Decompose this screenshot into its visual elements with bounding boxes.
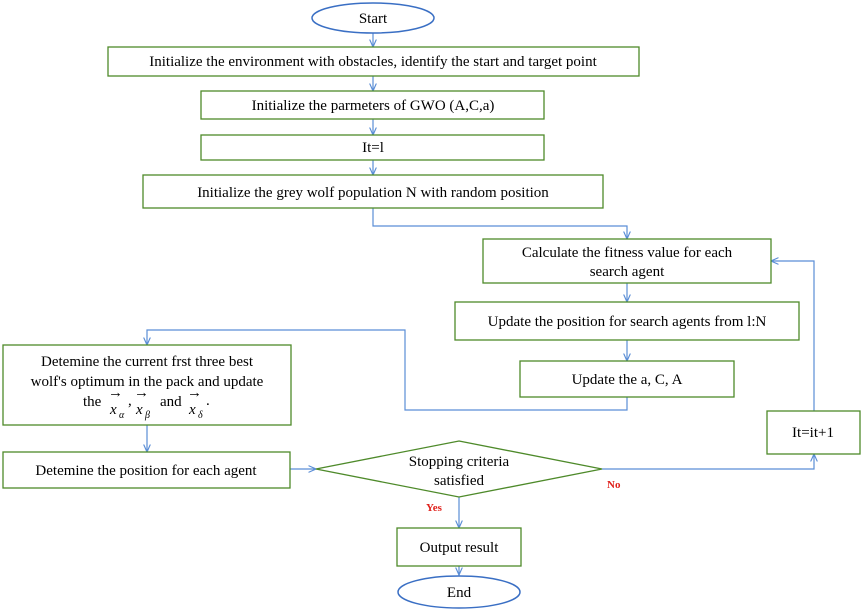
output-label: Output result (420, 540, 500, 556)
best-wolves-and: and (160, 394, 182, 410)
vector-x-alpha-x: x (109, 402, 117, 418)
edge-label-no: No (607, 479, 621, 491)
agent-position-node: Detemine the position for each agent (2, 451, 291, 489)
best-wolves-period: . (206, 393, 210, 409)
vector-x-beta-x: x (135, 402, 143, 418)
arrow-it-inc-to-fitness (771, 261, 815, 411)
stopping-criteria-decision: Stopping criteria satisfied (315, 440, 603, 498)
vector-x-delta-sub: δ (198, 410, 203, 421)
iteration-init-label: It=l (362, 140, 384, 156)
init-params-node: Initialize the parmeters of GWO (A,C,a) (200, 90, 545, 120)
best-wolves-label-line2: wolf's optimum in the pack and update (31, 374, 264, 390)
vector-x-delta: → x δ (187, 385, 203, 421)
update-aca-label: Update the a, C, A (572, 372, 683, 388)
vector-arrow-beta: → (134, 385, 149, 401)
init-environment-label: Initialize the environment with obstacle… (149, 54, 597, 70)
fitness-label-line1: Calculate the fitness value for each (522, 245, 733, 261)
agent-position-label: Detemine the position for each agent (35, 463, 257, 479)
vector-arrow-alpha: → (108, 385, 123, 401)
vector-x-alpha-sub: α (119, 410, 125, 421)
connectors (147, 33, 814, 575)
best-wolves-label-line1: Detemine the current frst three best (41, 354, 254, 370)
update-position-node: Update the position for search agents fr… (454, 301, 800, 341)
start-node: Start (311, 2, 435, 34)
edge-label-yes: Yes (426, 502, 443, 514)
vector-x-alpha: → x α (108, 385, 125, 421)
arrow-aca-to-best (147, 329, 628, 411)
end-label: End (447, 585, 472, 601)
start-label: Start (359, 11, 388, 27)
init-environment-node: Initialize the environment with obstacle… (107, 46, 640, 77)
vector-x-beta: → x β (134, 385, 150, 421)
best-wolves-comma: , (128, 393, 132, 409)
vector-x-delta-x: x (188, 402, 196, 418)
output-node: Output result (396, 527, 522, 567)
arrow-pop-to-fitness (372, 208, 627, 239)
best-wolves-node: Detemine the current frst three best wol… (2, 344, 292, 426)
update-position-label: Update the position for search agents fr… (488, 314, 767, 330)
stopping-criteria-label-line1: Stopping criteria (409, 454, 510, 470)
end-node: End (397, 575, 521, 609)
iteration-increment-node: It=it+1 (766, 410, 861, 455)
iteration-init-node: It=l (200, 134, 545, 161)
iteration-increment-label: It=it+1 (792, 425, 834, 441)
init-population-label: Initialize the grey wolf population N wi… (197, 185, 549, 201)
fitness-node: Calculate the fitness value for each sea… (482, 238, 772, 284)
best-wolves-the: the (83, 394, 102, 410)
vector-arrow-delta: → (187, 385, 202, 401)
update-aca-node: Update the a, C, A (519, 360, 735, 398)
init-population-node: Initialize the grey wolf population N wi… (142, 174, 604, 209)
init-params-label: Initialize the parmeters of GWO (A,C,a) (252, 98, 495, 114)
fitness-label-line2: search agent (590, 264, 665, 280)
arrow-stop-to-it-inc (602, 454, 814, 470)
stopping-criteria-label-line2: satisfied (434, 473, 484, 489)
vector-x-beta-sub: β (144, 410, 150, 421)
